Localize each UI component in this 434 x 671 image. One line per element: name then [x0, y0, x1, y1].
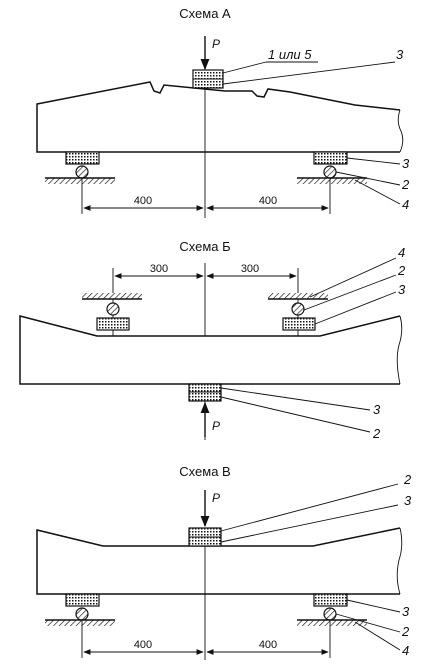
scheme-b-specimen [19, 315, 401, 385]
scheme-a-right-pad [313, 151, 348, 165]
scheme-v-dim-right-label: 400 [259, 639, 277, 651]
scheme-a-callout-2: 2 [401, 177, 410, 192]
scheme-a-left-pad [65, 151, 100, 165]
scheme-a: Схема А P 1 или 5 3 3 2 4 [36, 6, 410, 218]
scheme-b-left-pad [96, 317, 130, 331]
scheme-a-right-roller [323, 165, 337, 179]
scheme-a-load-label: P [212, 37, 220, 51]
scheme-v-callout-2-top: 2 [403, 472, 412, 487]
scheme-a-specimen [36, 81, 401, 153]
scheme-b-right-pad [282, 317, 316, 331]
scheme-v-load-label: P [212, 491, 220, 505]
scheme-v-right-pad [313, 593, 348, 607]
scheme-a-dim-right-label: 400 [259, 195, 277, 207]
scheme-b-load-pad [188, 383, 222, 402]
scheme-v-callout-3-top: 3 [404, 493, 412, 508]
scheme-b-callout-3: 3 [398, 282, 406, 297]
scheme-a-break-line [397, 109, 404, 153]
scheme-a-left-roller [75, 165, 89, 179]
scheme-v: Схема В P 2 3 3 2 4 [36, 464, 412, 660]
scheme-b-dim-right-label: 300 [241, 263, 259, 275]
scheme-v-callout-3: 3 [402, 604, 410, 619]
scheme-b-title: Схема Б [179, 239, 230, 254]
scheme-v-callout-4: 4 [402, 643, 409, 658]
scheme-b: Схема Б 300 300 P 4 2 3 [19, 239, 406, 441]
scheme-a-right-base [297, 178, 367, 184]
scheme-a-callout-3-top: 3 [396, 47, 404, 62]
scheme-v-left-base [45, 620, 115, 626]
scheme-b-load-label: P [212, 419, 220, 433]
scheme-v-left-roller [75, 607, 89, 621]
scheme-v-break-line [396, 527, 403, 595]
scheme-a-callout-4: 4 [402, 197, 409, 212]
scheme-v-right-base [297, 620, 367, 626]
scheme-b-left-base [82, 293, 142, 299]
scheme-b-callout-3-lower: 3 [373, 402, 381, 417]
scheme-b-callout-2-lower: 2 [372, 426, 381, 441]
scheme-b-left-roller [106, 302, 120, 316]
scheme-a-left-base [45, 178, 115, 184]
scheme-b-right-roller [291, 302, 305, 316]
scheme-a-callout-1-or-5: 1 или 5 [268, 47, 312, 62]
scheme-b-dim-left-label: 300 [150, 263, 168, 275]
scheme-b-break-line [396, 315, 403, 385]
scheme-v-left-pad [65, 593, 100, 607]
scheme-v-dim-left-label: 400 [134, 639, 152, 651]
scheme-b-right-base [268, 293, 328, 299]
scheme-a-title: Схема А [179, 6, 231, 21]
scheme-v-title: Схема В [179, 464, 230, 479]
scheme-b-callout-2: 2 [397, 263, 406, 278]
scheme-a-dim-left-label: 400 [134, 195, 152, 207]
scheme-v-right-roller [323, 607, 337, 621]
scheme-b-callout-4: 4 [398, 245, 405, 260]
scheme-a-callout-3: 3 [402, 156, 410, 171]
scheme-v-callout-2: 2 [401, 624, 410, 639]
